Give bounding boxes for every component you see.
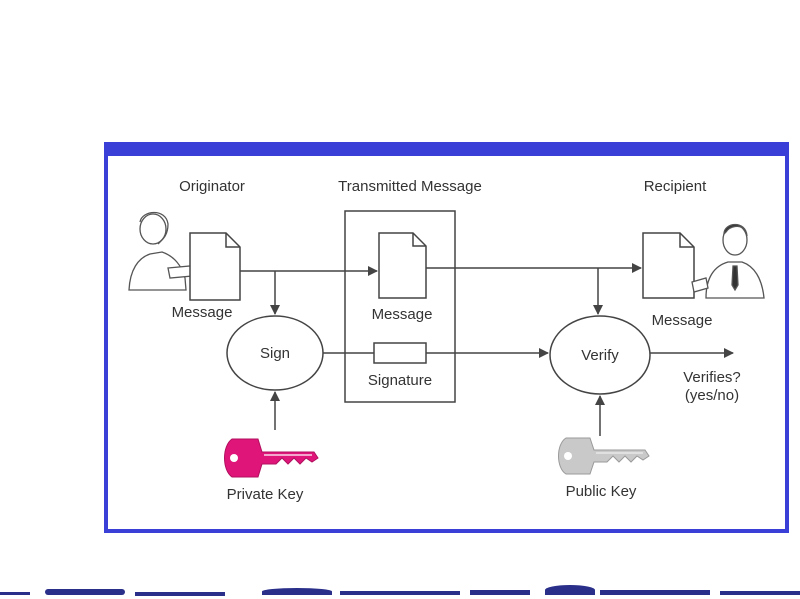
message-label-transmitted: Message [372,306,433,323]
transmitted-message-box [344,210,456,403]
private-key-label: Private Key [227,486,304,503]
verifies-question: Verifies? [683,369,741,386]
signature-box [373,342,427,364]
originator-label: Originator [179,178,245,195]
key-icon-public [558,437,650,475]
verifies-yes-no: (yes/no) [685,387,739,404]
document-icon-originator [189,232,241,301]
sign-label: Sign [260,345,290,362]
verify-node [549,315,651,395]
flow-arrows [240,263,734,436]
public-key-label: Public Key [566,483,637,500]
document-icon-transmitted [378,232,427,299]
transmitted-message-label: Transmitted Message [338,178,482,195]
message-label-recipient: Message [652,312,713,329]
key-icon-private [224,438,319,478]
diagram-frame [104,142,789,533]
verify-label: Verify [581,347,619,364]
signature-label: Signature [368,372,432,389]
person-male-icon [691,223,765,299]
recipient-label: Recipient [644,178,707,195]
message-label-originator: Message [172,304,233,321]
document-icon-recipient [642,232,695,299]
